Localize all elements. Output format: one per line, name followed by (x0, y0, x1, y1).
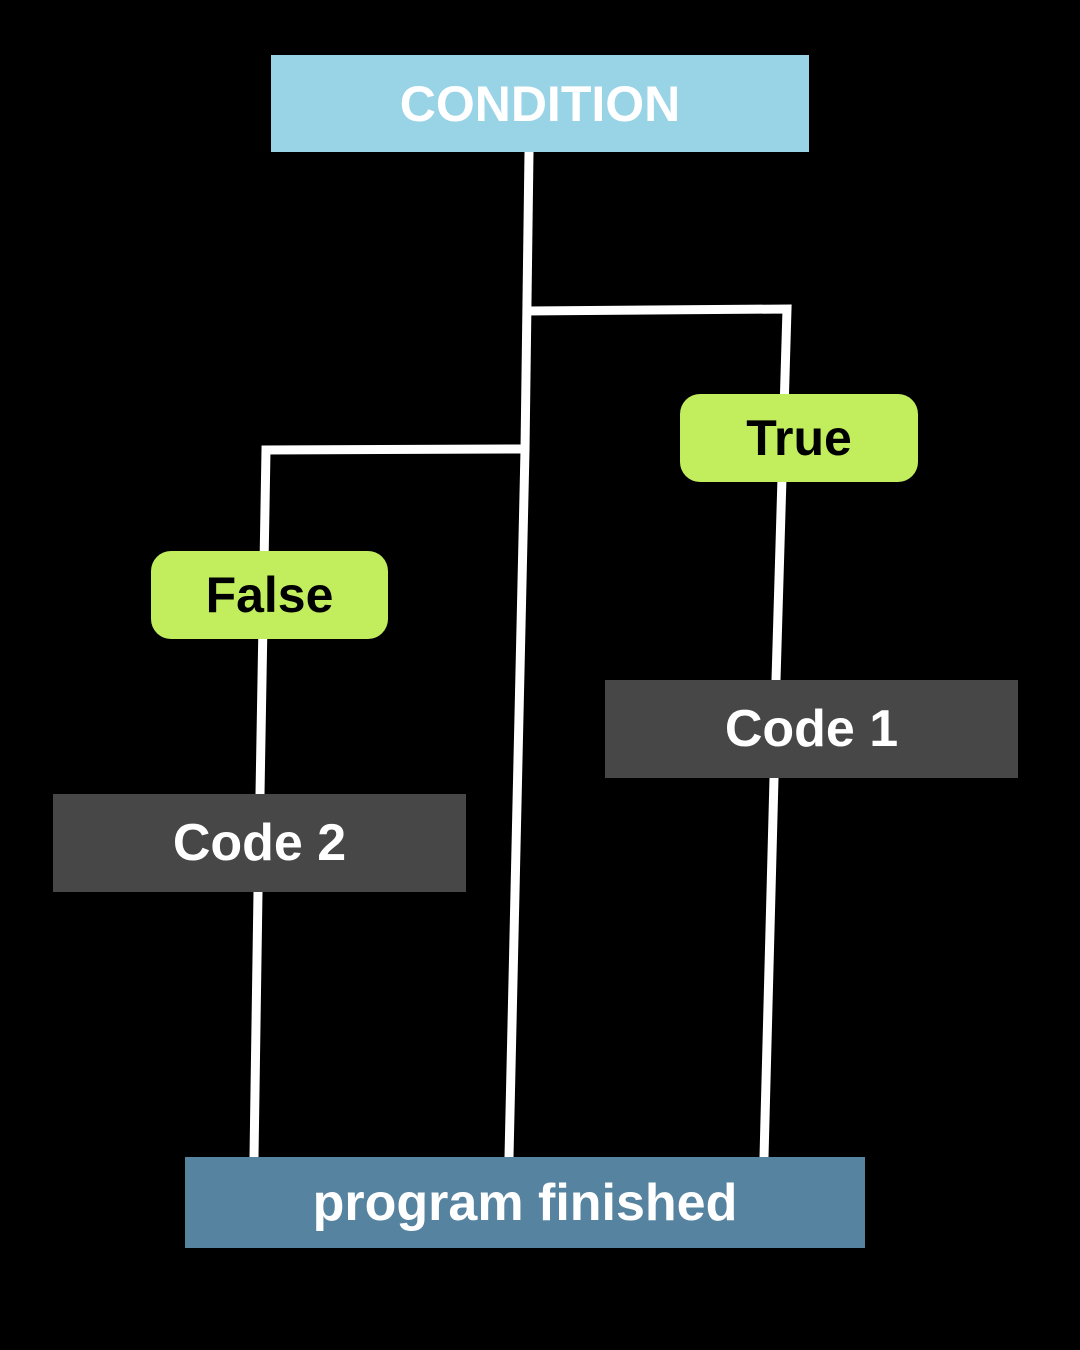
program-finished-box: program finished (185, 1157, 865, 1248)
code-2-box: Code 2 (53, 794, 466, 892)
false-branch-label: False (151, 551, 388, 639)
true-branch-label: True (680, 394, 918, 482)
true-branch-connector (523, 304, 792, 685)
code-1-label: Code 1 (724, 700, 899, 758)
program-finished-label: program finished (312, 1173, 738, 1232)
code-1-box: Code 1 (605, 680, 1018, 778)
true-code-to-end-connector (759, 773, 779, 1162)
false-code-to-end-connector (249, 887, 263, 1162)
condition-box: CONDITION (271, 55, 809, 152)
false-branch-connector (255, 444, 523, 799)
condition-label: CONDITION (399, 75, 681, 132)
condition-to-end-connector (504, 147, 534, 1162)
code-2-label: Code 2 (172, 814, 347, 872)
true-label-text: True (746, 410, 852, 466)
false-label-text: False (205, 567, 334, 623)
